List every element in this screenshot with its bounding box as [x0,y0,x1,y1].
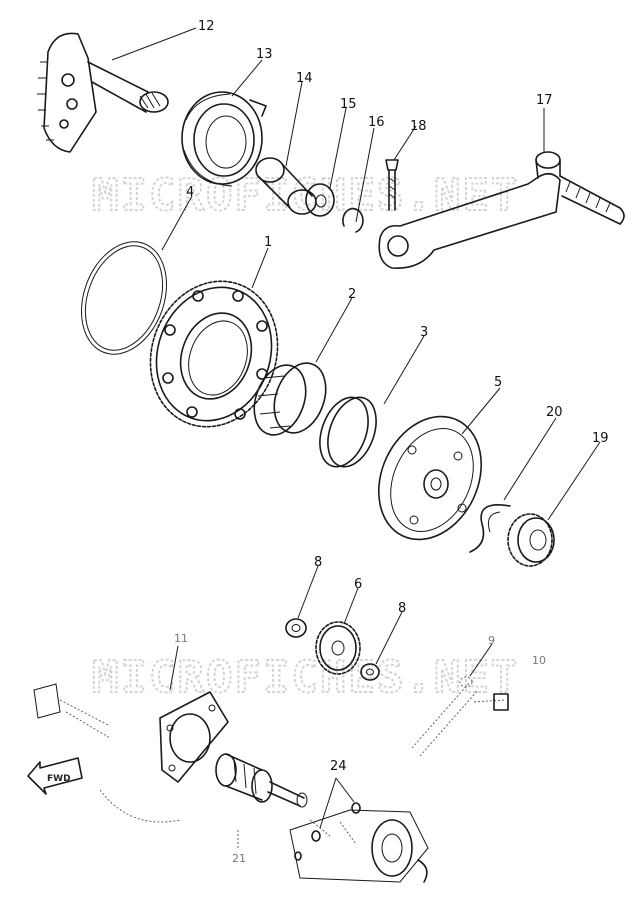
callout-8-upper: 8 [314,555,322,570]
part-14-collar [255,157,317,215]
callout-12: 12 [198,19,215,34]
callout-15: 15 [340,97,357,112]
part-19-drive-gear [507,513,555,567]
part-18-bolt [385,159,399,211]
callout-labels: 12 13 14 15 16 18 17 4 1 2 3 5 20 19 8 6… [174,19,609,865]
fwd-label: FWD [47,774,71,784]
callout-6: 6 [354,577,362,592]
part-8-washer-upper [285,618,307,638]
callout-24: 24 [330,759,347,774]
part-10-bolt [473,693,509,711]
fwd-arrow-icon: FWD [27,757,83,795]
part-starter-armature [215,753,308,808]
part-24-bolts [294,802,361,861]
part-12-kick-shaft [37,32,169,153]
part-21-crankcase-cover [289,809,429,883]
part-13-spring [181,91,267,187]
part-9-shaft [411,676,479,757]
leader-lines [111,27,601,848]
part-20-spring-clip [469,504,511,553]
part-4-thrust-washer [80,241,168,355]
callout-2: 2 [348,287,356,302]
part-8-washer-lower [360,663,380,681]
callout-5: 5 [494,375,502,390]
callout-4: 4 [186,185,194,200]
part-3-collar-ring [319,396,377,468]
callout-20: 20 [546,405,563,420]
callout-16: 16 [368,115,385,130]
callout-1: 1 [264,235,272,250]
part-17-kick-crank [378,151,625,269]
part-15-washer [305,183,335,217]
part-11-starter-housing [33,683,229,823]
callout-10: 10 [532,654,546,667]
callout-21: 21 [232,852,246,865]
part-16-circlip [342,207,364,233]
callout-18: 18 [410,119,427,134]
part-5-ratchet-wheel [377,415,483,541]
callout-3: 3 [420,325,428,340]
watermark-bottom: MICROFICHES.NET [92,652,519,703]
callout-11: 11 [174,632,188,645]
callout-19: 19 [592,431,609,446]
part-2-needle-bearing [253,362,327,436]
callout-8-lower: 8 [398,601,406,616]
callout-13: 13 [256,47,273,62]
part-1-idle-gear [149,280,279,428]
part-6-gear [315,621,361,675]
callout-17: 17 [536,93,553,108]
callout-9: 9 [488,634,495,647]
callout-14: 14 [296,71,313,86]
